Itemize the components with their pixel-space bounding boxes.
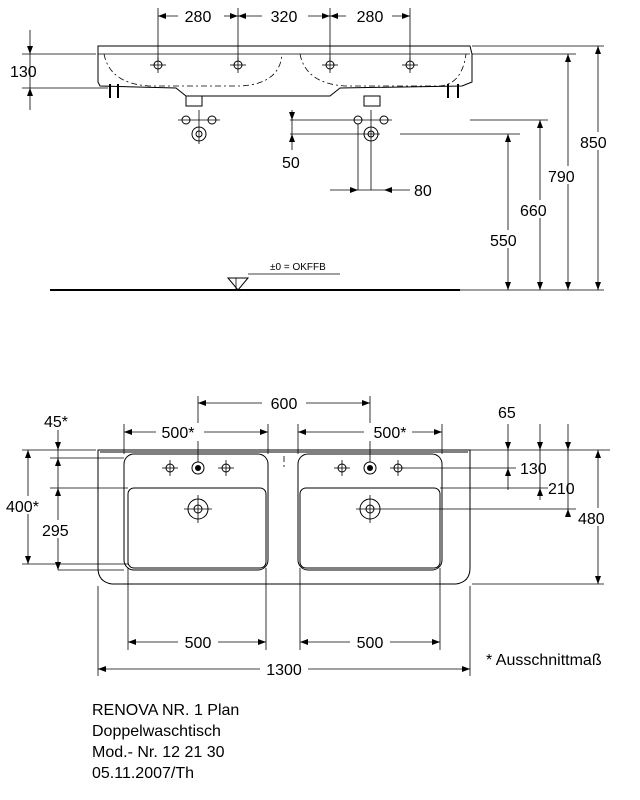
faucet-dims: 50 80: [282, 110, 432, 200]
title-block: RENOVA NR. 1 Plan Doppelwaschtisch Mod.-…: [92, 700, 239, 784]
dim-320: 320: [271, 9, 298, 26]
product-name: RENOVA NR. 1 Plan: [92, 702, 240, 719]
product-type: Doppelwaschtisch: [92, 723, 221, 740]
dim-65: 65: [498, 405, 516, 422]
dim-50: 50: [282, 155, 300, 172]
floor-label: ±0 = OKFFB: [270, 262, 326, 273]
dim-1300: 1300: [266, 662, 302, 679]
dim-295: 295: [42, 523, 69, 540]
plan-taps: [162, 460, 406, 476]
dim-550: 550: [490, 233, 517, 250]
dim-45star: 45*: [44, 414, 68, 431]
dim-400star: 400*: [6, 499, 39, 516]
plan-right-dims: 65 130 210 480: [384, 405, 616, 585]
dim-280-right: 280: [357, 9, 384, 26]
basin-plan-outline: [97, 449, 471, 585]
dim-480: 480: [578, 511, 605, 528]
plan-drains: [184, 495, 384, 523]
floor-reference: ±0 = OKFFB: [50, 262, 604, 291]
plan-bottom-dims: 500 500 1300: [97, 568, 471, 679]
side-top-dims: 280 320 280: [157, 6, 411, 60]
dim-660: 660: [520, 203, 547, 220]
supply-connections: [178, 110, 392, 190]
model-number: Mod.- Nr. 12 21 30: [92, 744, 225, 761]
dim-130-plan: 130: [520, 461, 547, 478]
dim-80: 80: [414, 183, 432, 200]
dim-790: 790: [548, 169, 575, 186]
dim-280-left: 280: [185, 9, 212, 26]
footnote-ausschnittmass: * Ausschnittmaß: [486, 652, 602, 669]
tap-markers-top: [150, 57, 418, 73]
plan-top-dims: 500* 600 500*: [123, 394, 443, 462]
plan-view: 500* 600 500* 45* 400* 295: [4, 394, 616, 679]
drawing-date: 05.11.2007/Th: [92, 765, 195, 782]
dim-210: 210: [548, 481, 575, 498]
plan-left-dims: 45* 400* 295: [4, 414, 128, 571]
dim-500-left: 500: [185, 635, 212, 652]
basin-side-outline: [97, 45, 473, 97]
dim-600: 600: [271, 396, 298, 413]
dim-500star-left: 500*: [162, 425, 195, 442]
dim-130-side: 130: [10, 64, 37, 81]
side-left-dim: 130: [10, 30, 108, 110]
dim-500-right: 500: [357, 635, 384, 652]
dim-500star-right: 500*: [374, 425, 407, 442]
height-dims: 550 660 790 850: [400, 45, 612, 290]
dim-850: 850: [580, 135, 607, 152]
side-view: 280 320 280 130 50 80: [10, 6, 612, 291]
